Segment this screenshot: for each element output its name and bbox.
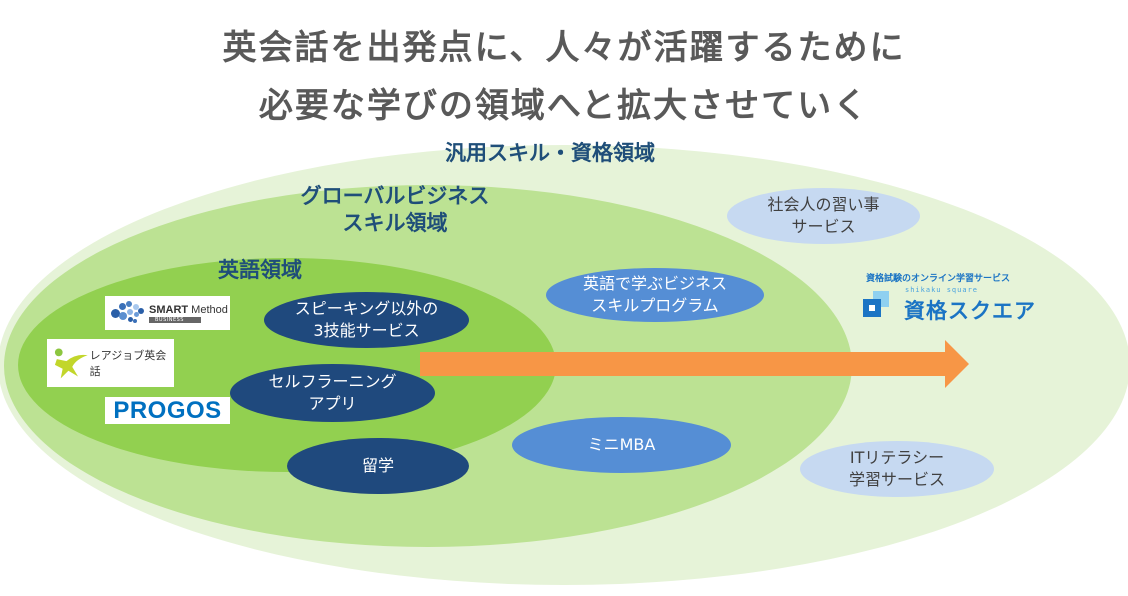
square-blocks-icon bbox=[863, 291, 889, 317]
shikaku-square-name: 資格スクエア bbox=[904, 299, 1036, 323]
rarejob-star-icon bbox=[54, 348, 88, 379]
service-it-literacy: ITリテラシー 学習サービス bbox=[800, 441, 994, 497]
service-self-learning-app: セルフラーニング アプリ bbox=[230, 364, 435, 422]
shikaku-square-logo: 資格試験のオンライン学習サービス shikaku square 資格スクエア bbox=[860, 269, 1040, 329]
inner-region-label: 英語領域 bbox=[218, 258, 302, 282]
middle-region-label-line-2: スキル領域 bbox=[342, 211, 448, 236]
smart-method-sub: BUSINESS bbox=[149, 316, 201, 323]
outer-region-label: 汎用スキル・資格領域 bbox=[445, 141, 655, 165]
shikaku-square-romaji: shikaku square bbox=[905, 286, 979, 294]
service-speaking-other-3-skills: スピーキング以外の 3技能サービス bbox=[264, 292, 469, 348]
brain-dots-icon bbox=[111, 301, 145, 325]
expansion-arrow-shaft bbox=[420, 352, 947, 376]
headline-line-1: 英会話を出発点に、人々が活躍するために bbox=[222, 28, 906, 68]
rarejob-logo: レアジョブ英会話 bbox=[47, 339, 174, 387]
progos-logo: PROGOS bbox=[105, 397, 230, 424]
rarejob-name: レアジョブ英会話 bbox=[89, 349, 167, 378]
service-study-abroad: 留学 bbox=[287, 438, 469, 494]
middle-region-label-line-1: グローバルビジネス bbox=[300, 184, 490, 208]
expansion-arrow-head-icon bbox=[945, 340, 969, 388]
smart-method-name-bold: SMART bbox=[149, 303, 189, 316]
headline-line-2: 必要な学びの領域へと拡大させていく bbox=[258, 86, 870, 126]
smart-method-logo: SMART Method BUSINESS bbox=[105, 296, 230, 330]
service-mini-mba: ミニMBA bbox=[512, 417, 731, 473]
smart-method-name-rest: Method bbox=[188, 303, 228, 316]
progos-name: PROGOS bbox=[113, 396, 222, 424]
service-business-skills-in-english: 英語で学ぶビジネス スキルプログラム bbox=[546, 268, 764, 322]
service-adult-lessons: 社会人の習い事 サービス bbox=[727, 188, 920, 244]
shikaku-square-tagline: 資格試験のオンライン学習サービス bbox=[866, 274, 1011, 284]
middle-region-label: グローバルビジネス スキル領域 bbox=[260, 183, 530, 238]
